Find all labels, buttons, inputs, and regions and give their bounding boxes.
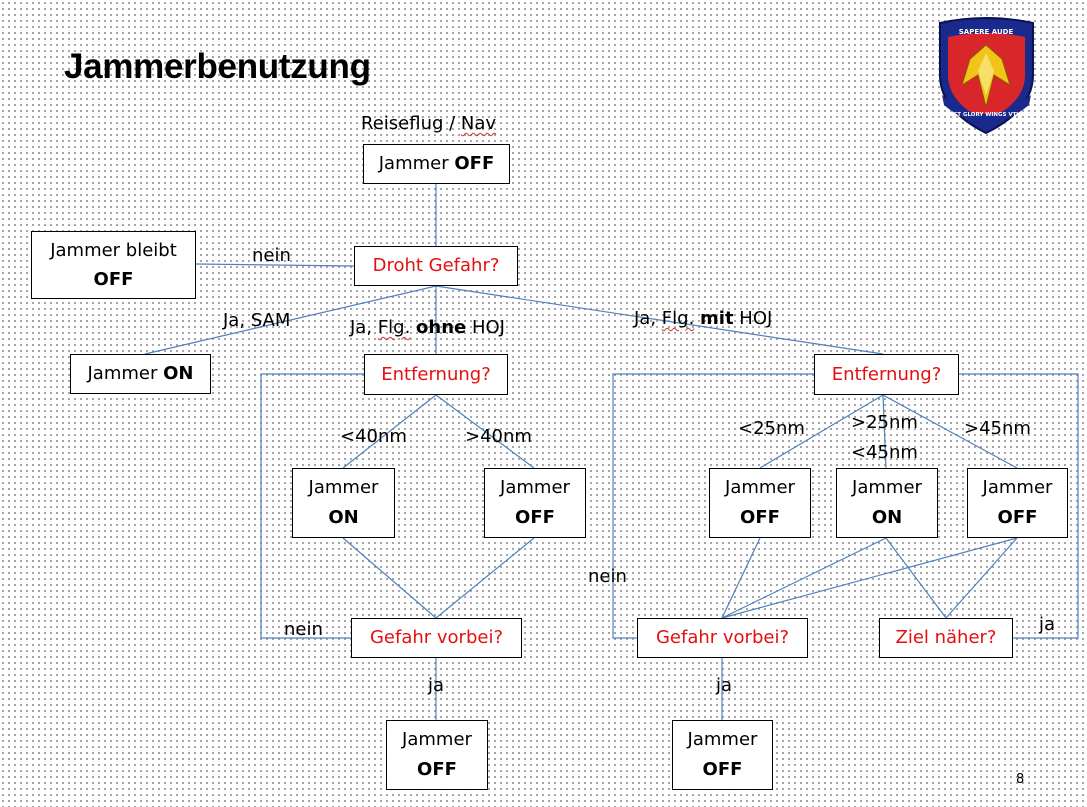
jammer-on-sam-state: ON [163, 363, 194, 384]
left-jammer-off-box: Jammer OFF [484, 468, 586, 538]
right-jammer-on-mid-line2: ON [871, 507, 903, 528]
label-ja-flg-mit-hoj: Ja, Flg. mit HOJ [634, 308, 773, 329]
right-jammer-off-far-line2: OFF [997, 507, 1038, 528]
left-jammer-off-line2: OFF [515, 507, 555, 528]
label-lt40nm: <40nm [340, 426, 407, 447]
label-gt25nm: >25nm [851, 412, 918, 433]
squadron-crest-logo: SAPERE AUDE 1ST GLORY WINGS VTW [939, 17, 1034, 135]
right-jammer-off-near-line1: Jammer [725, 477, 795, 498]
right-jammer-off-near-box: Jammer OFF [709, 468, 811, 538]
end-right-line1: Jammer [687, 729, 758, 750]
label-lt45nm: <45nm [851, 442, 918, 463]
end-jammer-off-left: Jammer OFF [386, 720, 488, 790]
right-jammer-on-mid-box: Jammer ON [836, 468, 938, 538]
end-right-line2: OFF [702, 759, 743, 780]
end-jammer-off-right: Jammer OFF [672, 720, 773, 790]
label-nein-left: nein [284, 619, 323, 640]
label-ja-sam: Ja, SAM [223, 310, 291, 331]
start-box-text: Jammer [378, 153, 455, 174]
label-nein-right: nein [588, 566, 627, 587]
logo-motto-bottom: 1ST GLORY WINGS VTW [950, 112, 1023, 118]
label-nein-top: nein [252, 245, 291, 266]
start-box-jammer-off: Jammer OFF [363, 144, 510, 184]
page-number: 8 [1016, 772, 1025, 787]
jammer-on-sam-text: Jammer [87, 363, 164, 384]
left-jammer-on-box: Jammer ON [292, 468, 395, 538]
jammer-on-sam-box: Jammer ON [70, 354, 211, 394]
decision-gefahr-vorbei-right: Gefahr vorbei? [637, 618, 808, 658]
label-gt45nm: >45nm [964, 418, 1031, 439]
slide-title: Jammerbenutzung [64, 47, 371, 86]
end-left-line1: Jammer [402, 729, 472, 750]
label-gt40nm: >40nm [465, 426, 532, 447]
label-ja-right: ja [716, 675, 733, 696]
label-ja-ziel: ja [1039, 614, 1056, 635]
right-jammer-off-near-line2: OFF [740, 507, 780, 528]
left-jammer-on-line1: Jammer [308, 477, 379, 498]
label-reiseflug-nav: Reiseflug / Nav [361, 113, 497, 134]
right-jammer-off-far-line1: Jammer [982, 477, 1053, 498]
logo-motto-top: SAPERE AUDE [959, 28, 1014, 36]
left-jammer-on-line2: ON [328, 507, 359, 528]
decision-gefahr-vorbei-left: Gefahr vorbei? [351, 618, 522, 658]
label-lt25nm: <25nm [738, 418, 805, 439]
label-ja-flg-ohne-hoj: Ja, Flg. ohne HOJ [350, 317, 505, 338]
decision-entfernung-left: Entfernung? [364, 354, 508, 395]
right-jammer-on-mid-line1: Jammer [852, 477, 922, 498]
right-jammer-off-far-box: Jammer OFF [967, 468, 1068, 538]
left-jammer-off-line1: Jammer [500, 477, 570, 498]
decision-ziel-naeher: Ziel näher? [879, 618, 1013, 658]
jammer-bleibt-off-box: Jammer bleibt OFF [31, 231, 196, 299]
decision-droht-gefahr: Droht Gefahr? [354, 246, 518, 286]
jammer-bleibt-off-line1: Jammer bleibt [50, 240, 177, 261]
start-box-state: OFF [454, 153, 495, 174]
end-left-line2: OFF [417, 759, 457, 780]
jammer-bleibt-off-line2: OFF [93, 269, 134, 290]
label-ja-left: ja [428, 675, 445, 696]
decision-entfernung-right: Entfernung? [814, 354, 959, 395]
